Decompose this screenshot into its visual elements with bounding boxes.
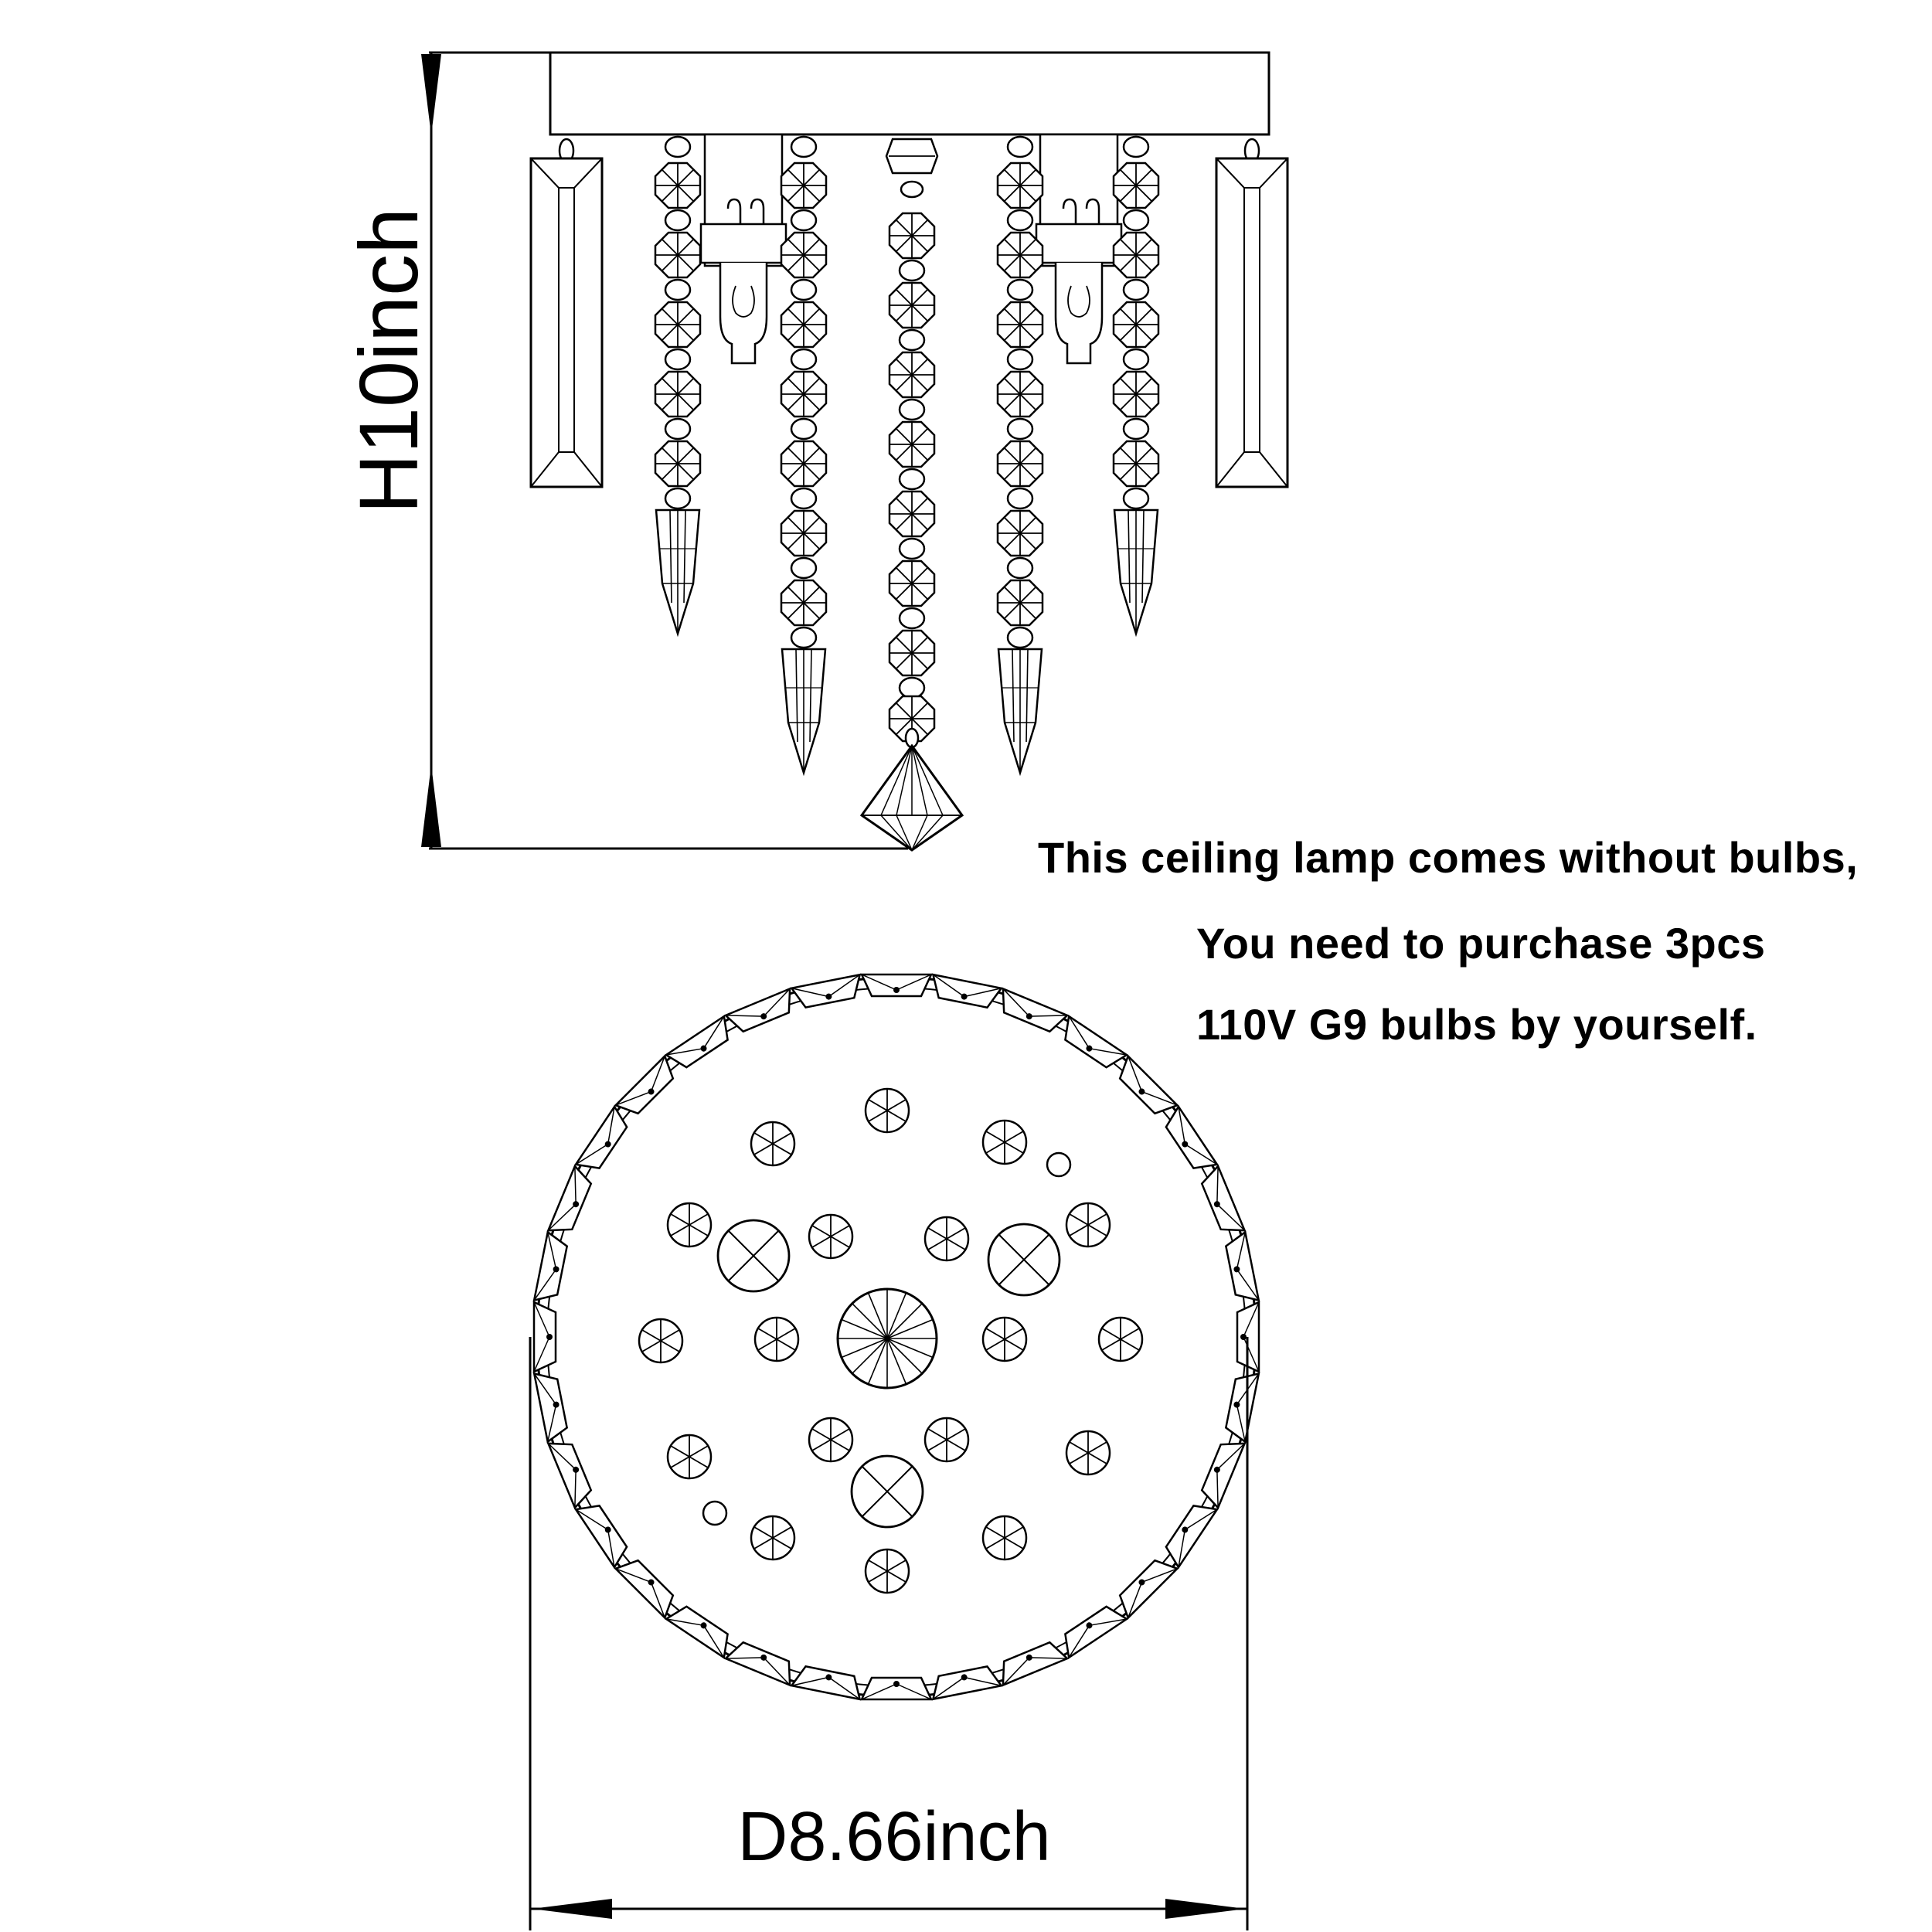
small-crystal <box>808 1417 854 1463</box>
starburst-ray <box>886 1292 907 1339</box>
small-crystal <box>981 1119 1028 1165</box>
small-crystal <box>750 1121 796 1167</box>
small-crystal <box>864 1548 910 1594</box>
center-starburst <box>836 1287 938 1389</box>
small-crystal <box>750 1515 796 1561</box>
starburst-ray <box>886 1338 923 1374</box>
small-crystal <box>1097 1316 1144 1362</box>
small-crystal <box>923 1216 970 1262</box>
rim-prism <box>860 1676 933 1701</box>
bottom-view: D8.66inch <box>529 973 1260 1930</box>
small-crystal <box>981 1515 1028 1561</box>
side-view: H10inch <box>342 51 1289 852</box>
bead-strand-2 <box>780 135 828 774</box>
small-crystal <box>981 1316 1028 1362</box>
starburst-ray <box>841 1338 888 1359</box>
small-crystal <box>638 1318 684 1364</box>
small-crystal <box>753 1316 800 1362</box>
small-crystal <box>666 1202 713 1248</box>
starburst-ray <box>852 1303 888 1339</box>
large-crystal-3 <box>850 1454 924 1529</box>
rim-prism <box>532 1301 557 1373</box>
canopy-plate <box>549 51 1270 136</box>
starburst-ray <box>841 1318 888 1339</box>
large-crystal-2 <box>987 1223 1061 1297</box>
rect-prism-left <box>529 138 604 488</box>
height-dimension <box>421 51 908 850</box>
bead-strand-1 <box>654 135 702 635</box>
bead-strand-5 <box>1112 135 1160 635</box>
rim-prism <box>860 973 933 998</box>
note-line-1: This ceiling lamp comes without bulbs, <box>1038 833 1859 882</box>
starburst-ray <box>867 1338 888 1385</box>
rect-prism-right <box>1215 138 1289 488</box>
height-label: H10inch <box>342 208 435 514</box>
small-crystal <box>923 1417 970 1463</box>
diameter-label: D8.66inch <box>737 1798 1050 1876</box>
note-line-3: 110V G9 bulbs by yourself. <box>1196 1000 1757 1049</box>
small-crystal <box>1065 1430 1111 1476</box>
small-crystal <box>666 1434 713 1480</box>
starburst-ray <box>886 1303 923 1339</box>
bead-strand-center <box>859 138 964 852</box>
small-dot-crystal <box>1046 1151 1072 1178</box>
note-line-2: You need to purchase 3pcs <box>1196 919 1766 968</box>
g9-bulb-right <box>1035 198 1123 365</box>
small-crystal <box>864 1087 910 1134</box>
g9-bulb-left <box>699 198 787 365</box>
starburst-ray <box>886 1318 934 1339</box>
small-crystal <box>1065 1202 1111 1248</box>
small-crystal <box>808 1213 854 1260</box>
diamond-pendant <box>859 743 964 852</box>
starburst-ray <box>852 1338 888 1374</box>
starburst-ray <box>886 1338 907 1385</box>
diameter-dimension <box>529 1337 1249 1930</box>
starburst-ray <box>867 1292 888 1339</box>
small-dot-crystal <box>702 1500 728 1526</box>
starburst-ray <box>886 1338 934 1359</box>
large-crystal-1 <box>716 1219 791 1293</box>
